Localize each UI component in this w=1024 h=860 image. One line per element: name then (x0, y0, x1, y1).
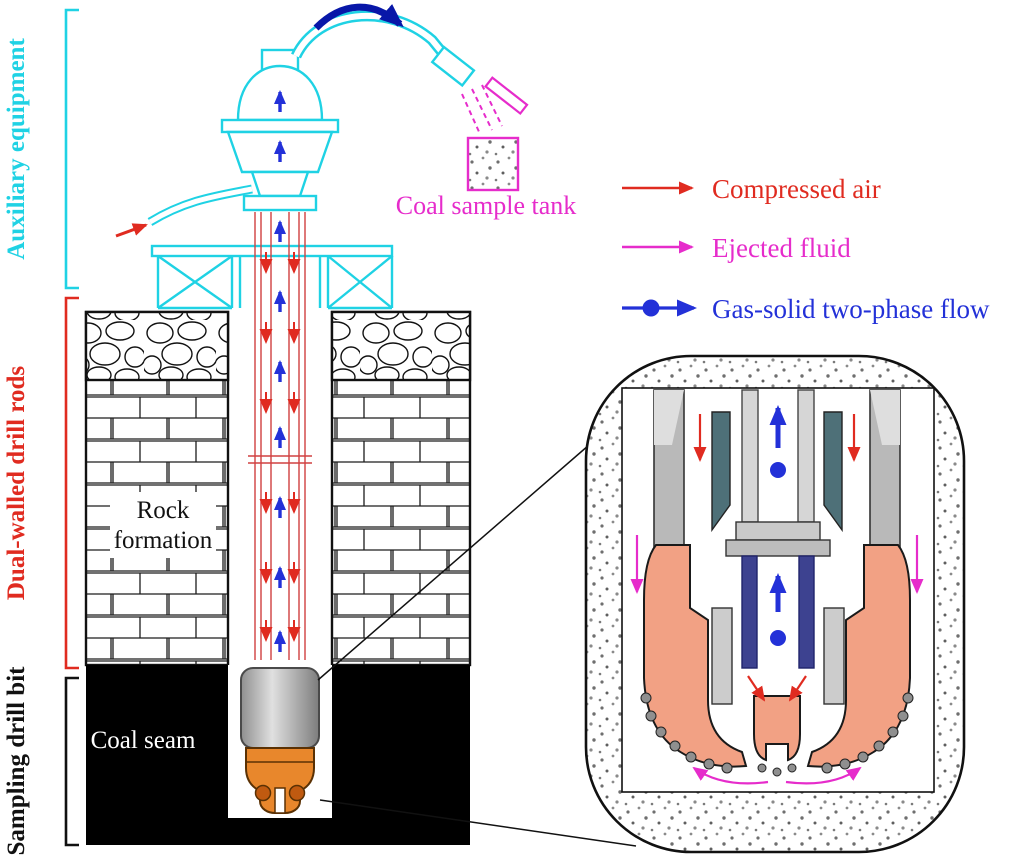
inset-inner-tube-lower (711, 555, 845, 705)
inset-two-phase-arrows (769, 405, 787, 646)
cobble-left (84, 310, 230, 382)
compressed-air-arrows (259, 252, 301, 642)
inset-couplings (725, 521, 831, 557)
label-rock-formation-2: formation (114, 527, 213, 554)
discharge-hose (291, 3, 476, 88)
inset-outer-pipes (653, 389, 901, 559)
bracket-auxiliary (64, 8, 79, 290)
legend-row-compressed-air: Compressed air (622, 174, 881, 204)
swivel-assembly (220, 48, 340, 212)
label-rock-formation-1: Rock (137, 497, 190, 524)
side-label-auxiliary-equipment: Auxiliary equipment (3, 8, 79, 290)
inset-bit-teeth (640, 692, 914, 777)
label-coal-sample-tank: Coal sample tank (396, 191, 577, 220)
rock-formation: Rock formation (84, 310, 472, 667)
legend-label-compressed-air: Compressed air (712, 174, 881, 204)
side-label-sampling-drill-bit: Sampling drill bit (3, 666, 79, 856)
bracket-drill-rods (64, 296, 79, 670)
cobble-right (330, 310, 472, 382)
inset-bit-body (643, 544, 911, 768)
legend: Compressed air Ejected fluid Gas-solid t… (622, 174, 990, 324)
inset-bit-center (753, 695, 801, 762)
derrick (150, 244, 394, 310)
inset-inner-tube-upper (711, 389, 843, 533)
hose-nozzle (430, 45, 476, 88)
tank-body (466, 136, 520, 192)
legend-label-ejected-fluid: Ejected fluid (712, 233, 851, 263)
bit-collar (240, 667, 320, 749)
label-sampling-drill-bit: Sampling drill bit (3, 666, 30, 856)
side-label-dual-walled-drill-rods: Dual-walled drill rods (3, 296, 79, 670)
bracket-drill-bit (64, 676, 79, 847)
tank-lid (484, 76, 529, 116)
sampling-drill-bit (240, 667, 320, 814)
rock-label-backing (110, 492, 216, 558)
legend-row-ejected-fluid: Ejected fluid (622, 233, 851, 263)
air-inlet-hose (115, 184, 253, 238)
coal-sample-tank: Coal sample tank (396, 76, 577, 220)
rod-walls (248, 212, 312, 660)
swivel-flange (220, 118, 340, 134)
inset-connector-lower (319, 799, 637, 847)
swivel-neck (250, 170, 310, 198)
bit-detail-inset (584, 354, 966, 854)
inset-connector-upper (317, 431, 605, 681)
legend-row-two-phase-flow: Gas-solid two-phase flow (622, 294, 990, 324)
two-phase-legend-dot (642, 299, 660, 317)
label-dual-walled-drill-rods: Dual-walled drill rods (3, 366, 30, 601)
label-auxiliary-equipment: Auxiliary equipment (3, 38, 30, 260)
compressed-air-inlet-arrow (115, 223, 148, 238)
spray-stream (461, 84, 503, 135)
two-phase-flow-hose-arrow (313, 3, 404, 31)
label-coal-seam: Coal seam (91, 727, 196, 754)
swivel-sub (242, 194, 318, 212)
dual-walled-drill-rods (248, 90, 312, 660)
inset-air-arrows (693, 414, 861, 702)
legend-label-two-phase-flow: Gas-solid two-phase flow (712, 294, 990, 324)
inset-ejected-fluid-arrows (630, 535, 924, 785)
bit-slot (274, 787, 286, 814)
